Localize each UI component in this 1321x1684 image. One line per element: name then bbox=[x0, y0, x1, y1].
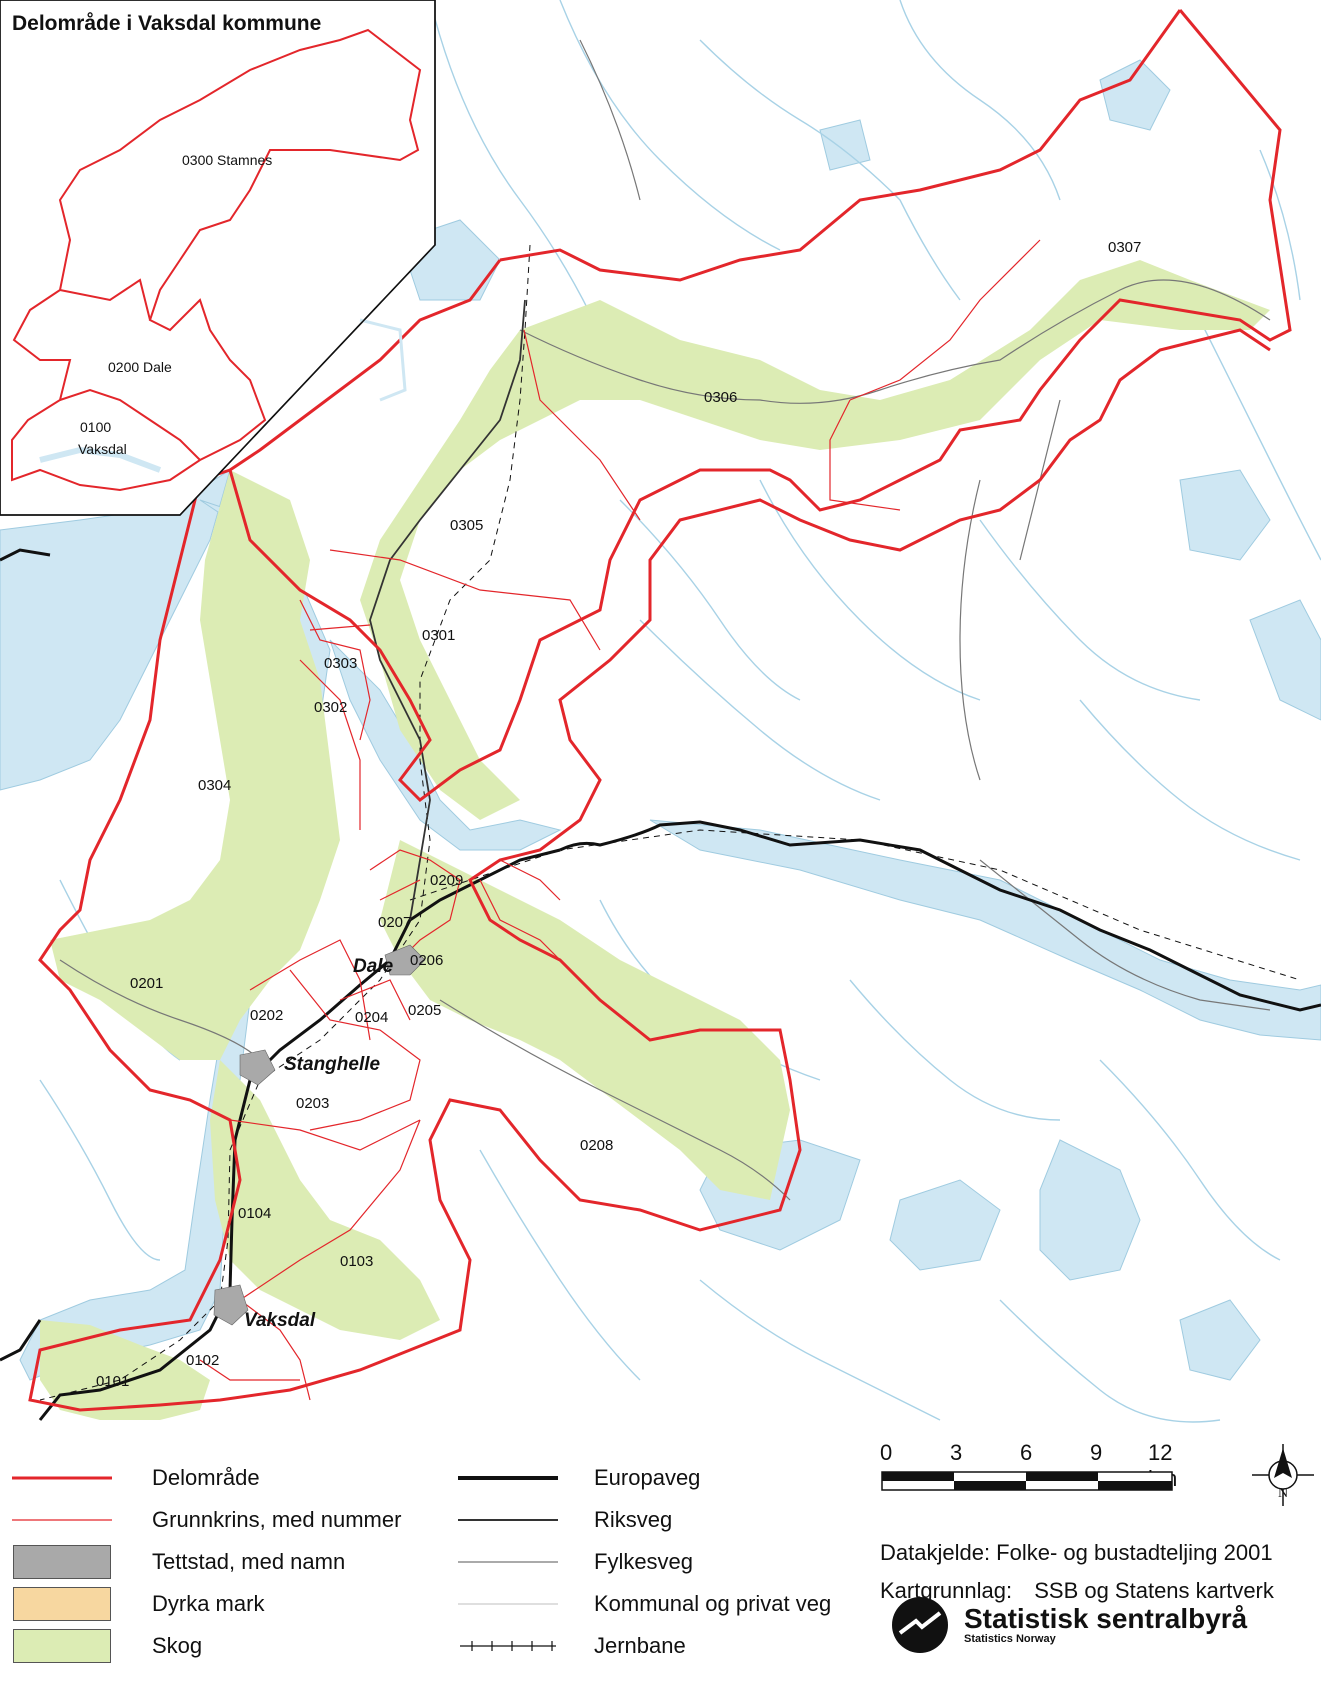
legend-item-riksveg: Riksveg bbox=[458, 1502, 672, 1538]
grunnkrins-label: 0207 bbox=[378, 914, 411, 931]
grunnkrins-label: 0301 bbox=[422, 627, 455, 644]
grunnkrins-label: 0209 bbox=[430, 872, 463, 889]
map-canvas: 0307 0306 0305 0301 0303 0302 0304 0209 … bbox=[0, 0, 1321, 1423]
inset-map: Delområde i Vaksdal kommune 0300 Stamnes… bbox=[0, 0, 436, 516]
grunnkrins-label: 0101 bbox=[96, 1373, 129, 1390]
grunnkrins-label: 0205 bbox=[408, 1002, 441, 1019]
town-label-dale: Dale bbox=[353, 956, 394, 977]
legend-label: Riksveg bbox=[594, 1507, 673, 1532]
grunnkrins-label: 0103 bbox=[340, 1253, 373, 1270]
brand-sub: Statistics Norway bbox=[964, 1633, 1056, 1645]
tettstad-areas bbox=[213, 944, 426, 1326]
legend-label: Grunnkrins, med nummer bbox=[152, 1507, 402, 1532]
grunnkrins-label: 0102 bbox=[186, 1352, 219, 1369]
scale-tick-label: 3 bbox=[950, 1440, 963, 1465]
inset-label-0100: 0100 bbox=[80, 419, 111, 435]
inset-label-stamnes: 0300 Stamnes bbox=[182, 152, 272, 168]
map-source-label: Kartgrunnlag: bbox=[880, 1578, 1013, 1603]
legend-label: Skog bbox=[152, 1633, 203, 1658]
scale-tick-label: 0 bbox=[880, 1440, 893, 1465]
legend: Delområde Grunnkrins, med nummer Tettsta… bbox=[0, 1440, 1321, 1684]
legend-item-dyrka-mark: Dyrka mark bbox=[12, 1586, 264, 1622]
legend-item-europaveg: Europaveg bbox=[458, 1460, 700, 1496]
scale-tick-label: 9 bbox=[1090, 1440, 1103, 1465]
town-label-vaksdal: Vaksdal bbox=[244, 1310, 316, 1331]
town-label-stanghelle: Stanghelle bbox=[284, 1054, 381, 1075]
ssb-logo-icon bbox=[892, 1597, 948, 1653]
inset-label-dale: 0200 Dale bbox=[108, 359, 172, 375]
legend-item-skog: Skog bbox=[12, 1628, 202, 1664]
inset-label-vaksdal: Vaksdal bbox=[78, 441, 127, 457]
grunnkrins-label: 0303 bbox=[324, 655, 357, 672]
grunnkrins-label: 0206 bbox=[410, 952, 443, 969]
tettstad-labels: Dale Stanghelle Vaksdal bbox=[244, 956, 394, 1331]
grunnkrins-label: 0208 bbox=[580, 1137, 613, 1154]
legend-label: Kommunal og privat veg bbox=[594, 1591, 832, 1616]
grunnkrins-label: 0203 bbox=[296, 1095, 329, 1112]
scale-tick-label: 6 bbox=[1020, 1440, 1033, 1465]
north-arrow-icon: N bbox=[1248, 1440, 1318, 1510]
grunnkrins-label: 0104 bbox=[238, 1205, 271, 1222]
map-source: Kartgrunnlag: SSB og Statens kartverk bbox=[880, 1578, 1274, 1604]
riksveg bbox=[369, 299, 526, 921]
grunnkrins-label: 0307 bbox=[1108, 239, 1141, 256]
legend-label: Jernbane bbox=[594, 1633, 686, 1658]
scale-bar: 0 3 6 9 12 km bbox=[880, 1440, 1180, 1500]
ssb-brand: Statistisk sentralbyrå Statistics Norway bbox=[890, 1580, 1310, 1670]
inset-title: Delområde i Vaksdal kommune bbox=[12, 12, 321, 35]
grunnkrins-label: 0302 bbox=[314, 699, 347, 716]
grunnkrins-label: 0201 bbox=[130, 975, 163, 992]
legend-label: Tettstad, med namn bbox=[152, 1549, 346, 1574]
delomrade-boundaries bbox=[28, 9, 1292, 1412]
grunnkrins-label: 0202 bbox=[250, 1007, 283, 1024]
legend-item-grunnkrins: Grunnkrins, med nummer bbox=[12, 1502, 401, 1538]
brand-name: Statistisk sentralbyrå bbox=[964, 1603, 1248, 1634]
legend-item-tettstad: Tettstad, med namn bbox=[12, 1544, 345, 1580]
grunnkrins-label: 0304 bbox=[198, 777, 231, 794]
legend-label: Delområde bbox=[152, 1465, 260, 1490]
legend-label: Fylkesveg bbox=[594, 1549, 694, 1574]
data-source: Datakjelde: Folke- og bustadteljing 2001 bbox=[880, 1540, 1273, 1565]
legend-item-fylkesveg: Fylkesveg bbox=[458, 1544, 693, 1580]
minor-roads bbox=[59, 39, 1271, 1201]
forest-areas bbox=[40, 260, 1270, 1420]
map-source-value: SSB og Statens kartverk bbox=[1034, 1578, 1274, 1603]
legend-item-delomrade: Delområde bbox=[12, 1460, 260, 1496]
legend-label: Dyrka mark bbox=[152, 1591, 265, 1616]
grunnkrins-labels: 0307 0306 0305 0301 0303 0302 0304 0209 … bbox=[96, 239, 1141, 1390]
north-label: N bbox=[1278, 1486, 1289, 1501]
grunnkrins-label: 0305 bbox=[450, 517, 483, 534]
legend-item-kommunal-veg: Kommunal og privat veg bbox=[458, 1586, 831, 1622]
grunnkrins-label: 0306 bbox=[704, 389, 737, 406]
legend-item-jernbane: Jernbane bbox=[458, 1628, 686, 1664]
legend-label: Europaveg bbox=[594, 1465, 701, 1490]
grunnkrins-label: 0204 bbox=[355, 1009, 388, 1026]
